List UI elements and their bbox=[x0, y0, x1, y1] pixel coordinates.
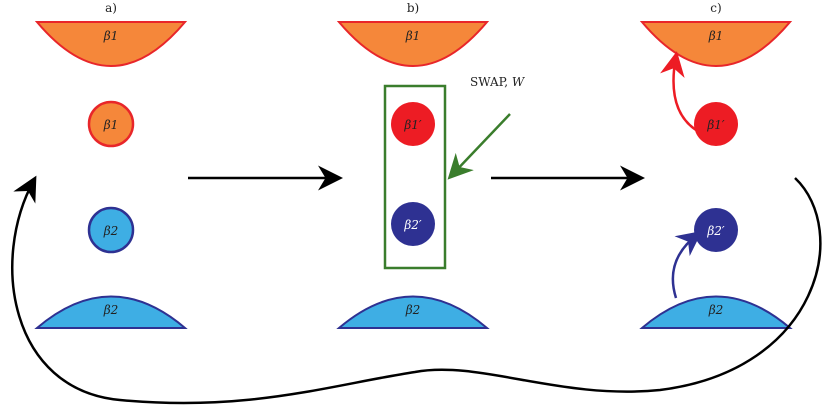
panel-c-qubit-top bbox=[694, 102, 738, 146]
panel-a-label: a) bbox=[105, 1, 117, 15]
panel-c-bottom-reservoir-label: β2 bbox=[708, 303, 724, 317]
panel-a-top-reservoir bbox=[34, 21, 188, 67]
panel-b-top-reservoir bbox=[336, 21, 490, 67]
panel-a-qubit-bottom bbox=[87, 206, 135, 254]
panel-c-bottom-reservoir bbox=[639, 295, 793, 329]
return-cycle-arrow bbox=[11, 175, 822, 405]
thermalize-cold-arrow bbox=[671, 230, 702, 299]
panel-b-label: b) bbox=[407, 1, 419, 15]
swap-arrow bbox=[447, 113, 511, 180]
panel-b-top-reservoir-label: β1 bbox=[405, 29, 421, 43]
panel-a-top-reservoir-label: β1 bbox=[103, 29, 119, 43]
swap-box bbox=[383, 84, 447, 270]
panel-c-qubit-bottom bbox=[694, 208, 738, 252]
panel-a-qubit-bottom-label: β2 bbox=[103, 224, 119, 238]
panel-b-bottom-reservoir bbox=[336, 295, 490, 329]
panel-c-qubit-bottom-label: β2′ bbox=[706, 224, 725, 238]
panel-b-qubit-bottom-label: β2′ bbox=[403, 218, 422, 232]
panel-c-top-reservoir-label: β1 bbox=[708, 29, 724, 43]
panel-b-bottom-reservoir-label: β2 bbox=[405, 303, 421, 317]
panel-a-qubit-top-label: β1 bbox=[103, 118, 119, 132]
panel-c-qubit-top-label: β1′ bbox=[706, 118, 725, 132]
panel-a-qubit-top bbox=[87, 100, 135, 148]
panel-a-bottom-reservoir-label: β2 bbox=[103, 303, 119, 317]
panel-c-label: c) bbox=[710, 1, 721, 15]
panel-a-bottom-reservoir bbox=[34, 295, 188, 329]
thermalize-hot-arrow bbox=[660, 51, 697, 132]
swap-annotation: SWAP, W bbox=[470, 75, 526, 89]
panel-b-qubit-bottom bbox=[391, 202, 435, 246]
panel-b-qubit-top-label: β1′ bbox=[403, 118, 422, 132]
panel-b-qubit-top bbox=[391, 102, 435, 146]
